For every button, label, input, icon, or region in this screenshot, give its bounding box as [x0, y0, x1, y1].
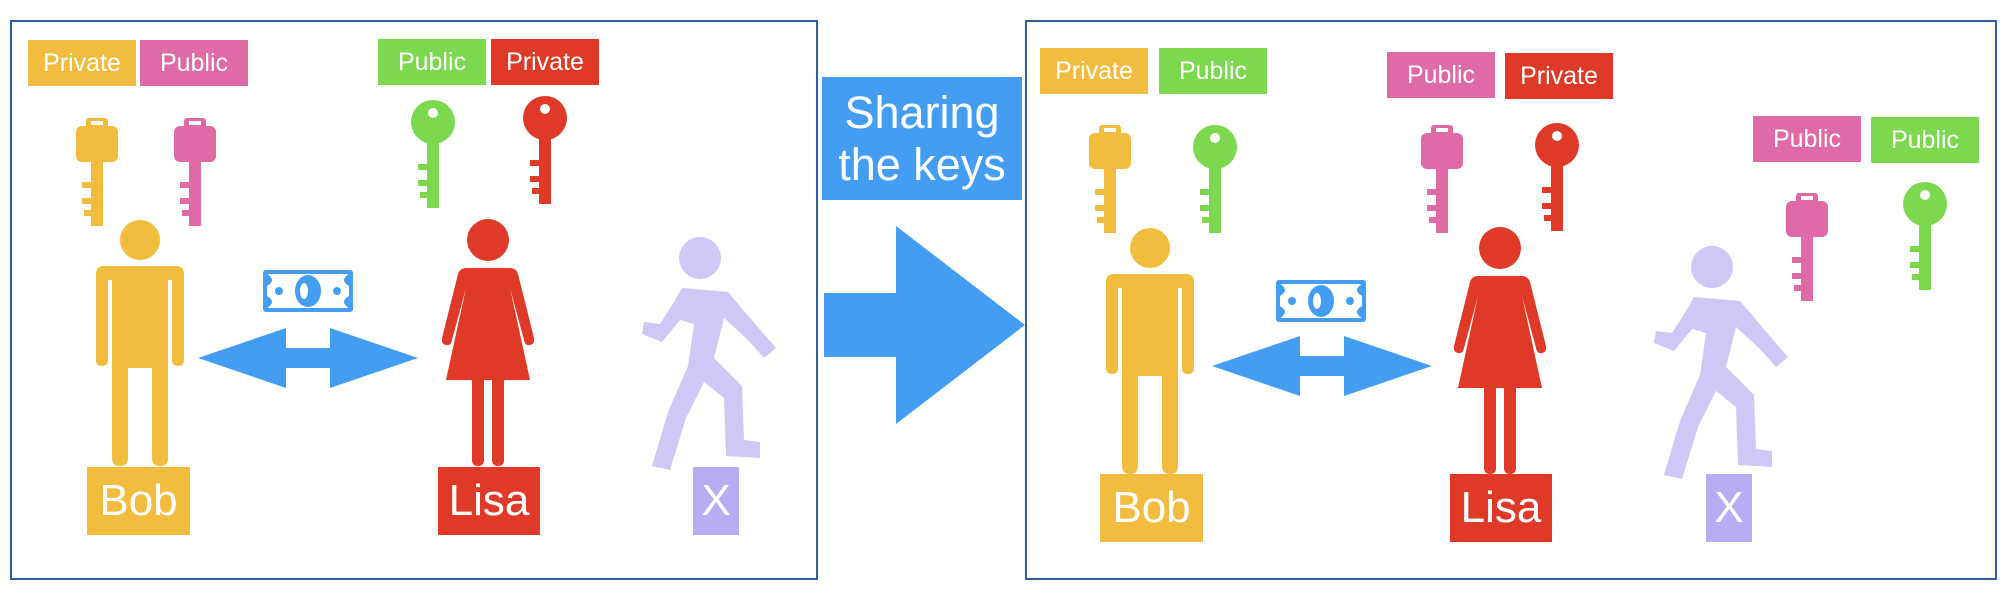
- bob-figure-icon: [96, 220, 184, 466]
- sharing-keys-banner: Sharing the keys: [822, 77, 1022, 200]
- x-pink-public-key-icon: [1786, 193, 1828, 301]
- lisa-private-key-icon: [523, 96, 567, 204]
- lisa-public-tag: Public: [378, 39, 486, 85]
- banner-line-1: Sharing: [844, 86, 1000, 138]
- lisa-private-tag-after: Private: [1505, 53, 1613, 99]
- bob-name-label-after: Bob: [1100, 474, 1203, 542]
- lisa-private-key-icon-after: [1535, 123, 1579, 231]
- x-green-public-key-icon: [1903, 182, 1947, 290]
- bob-name-label: Bob: [87, 467, 190, 535]
- exchange-arrow-icon: [198, 328, 418, 388]
- money-bill-icon-after: [1276, 280, 1366, 322]
- x-pink-public-tag: Public: [1753, 116, 1861, 162]
- x-runner-icon-after: [1654, 246, 1788, 479]
- lisa-name-label-after: Lisa: [1450, 474, 1552, 542]
- bob-public-key-icon: [174, 118, 216, 226]
- bob-public-tag-after: Public: [1159, 48, 1267, 94]
- lisa-public-tag-after: Public: [1387, 52, 1495, 98]
- bob-received-public-key-icon: [1193, 125, 1237, 233]
- banner-line-2: the keys: [838, 138, 1006, 190]
- exchange-arrow-icon-after: [1212, 336, 1432, 396]
- lisa-figure-icon-after: [1453, 227, 1547, 474]
- x-green-public-tag: Public: [1871, 117, 1979, 163]
- x-runner-icon: [642, 237, 776, 470]
- bob-private-key-icon-after: [1089, 125, 1131, 233]
- money-bill-icon: [263, 270, 353, 312]
- x-name-label: X: [693, 467, 739, 535]
- bob-public-tag: Public: [140, 40, 248, 86]
- lisa-name-label: Lisa: [438, 467, 540, 535]
- lisa-received-public-key-icon: [1421, 125, 1463, 233]
- bob-private-key-icon: [76, 118, 118, 226]
- x-name-label-after: X: [1706, 474, 1752, 542]
- lisa-private-tag: Private: [491, 39, 599, 85]
- lisa-figure-icon: [441, 219, 535, 466]
- bob-private-tag: Private: [28, 40, 136, 86]
- lisa-public-key-icon: [411, 100, 455, 208]
- bob-figure-icon-after: [1106, 228, 1194, 474]
- bob-private-tag-after: Private: [1040, 48, 1148, 94]
- big-right-arrow-icon: [824, 226, 1025, 424]
